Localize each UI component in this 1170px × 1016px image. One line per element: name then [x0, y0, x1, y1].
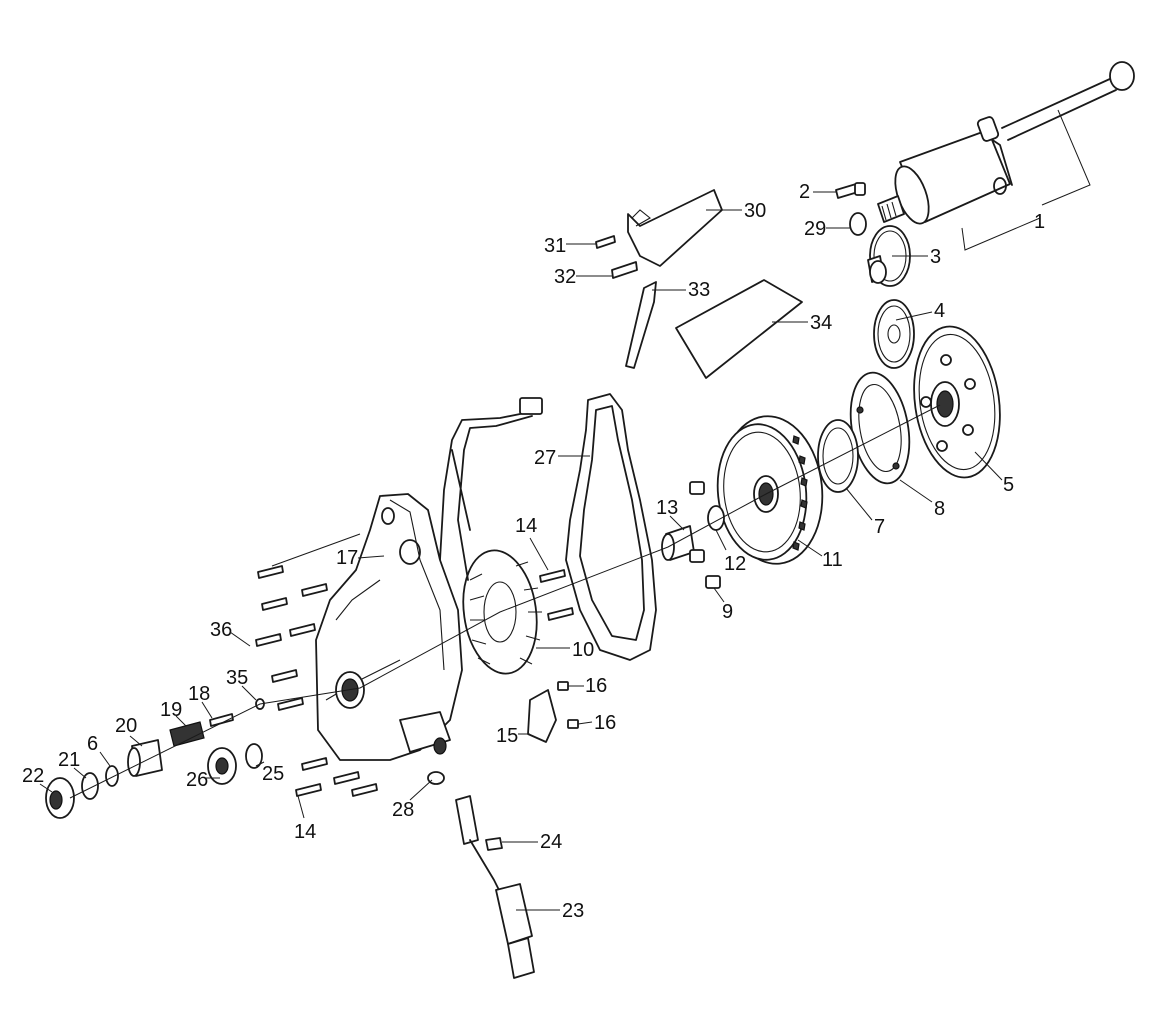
callout-14b: 14	[294, 795, 316, 843]
part-starter-motor	[877, 61, 1135, 251]
callout-label-11: 11	[822, 549, 843, 571]
callout-8: 8	[899, 479, 945, 520]
callout-label-3: 3	[930, 246, 941, 268]
callout-27: 27	[534, 447, 590, 469]
callout-label-25: 25	[262, 763, 284, 785]
callout-label-21: 21	[58, 749, 80, 771]
callout-15: 15	[496, 725, 530, 747]
part-shaft-components	[45, 698, 265, 819]
callout-label-15: 15	[496, 725, 518, 747]
callout-label-26: 26	[186, 769, 208, 791]
callout-label-8: 8	[934, 498, 945, 520]
callout-label-10: 10	[572, 639, 594, 661]
callout-label-20: 20	[115, 715, 137, 737]
part-strap-33	[625, 281, 657, 369]
part-large-gear-5	[913, 325, 1001, 479]
part-gear-4	[873, 299, 915, 369]
callout-label-27: 27	[534, 447, 556, 469]
callout-label-9: 9	[722, 601, 733, 623]
part-bolt-2	[835, 182, 866, 199]
callout-label-28: 28	[392, 799, 414, 821]
part-o-ring-29	[849, 212, 867, 236]
callout-5: 5	[974, 451, 1014, 496]
callout-35: 35	[226, 667, 257, 701]
callout-25: 25	[255, 761, 284, 785]
callout-14a: 14	[515, 515, 549, 571]
callout-36: 36	[210, 619, 251, 647]
callout-33: 33	[652, 279, 710, 301]
part-gasket-27	[565, 393, 657, 661]
part-plate-30	[595, 189, 723, 279]
callout-label-18: 18	[188, 683, 210, 705]
part-bolts-9	[689, 481, 721, 589]
callout-30: 30	[706, 200, 766, 222]
callout-9: 9	[713, 587, 733, 623]
part-sheet-34	[675, 279, 803, 379]
callout-label-33: 33	[688, 279, 710, 301]
callout-13: 13	[656, 497, 685, 531]
callout-16a: 16	[568, 675, 607, 697]
callout-label-14b: 14	[294, 821, 316, 843]
callout-2: 2	[799, 181, 836, 203]
assembly-axis	[69, 404, 941, 799]
callout-32: 32	[554, 266, 612, 288]
callout-label-34: 34	[810, 312, 832, 334]
callout-label-1: 1	[1034, 211, 1045, 233]
callout-label-23: 23	[562, 900, 584, 922]
callout-20: 20	[115, 715, 143, 747]
callout-label-16b: 16	[594, 712, 616, 734]
callout-12: 12	[715, 529, 746, 575]
callout-label-16a: 16	[585, 675, 607, 697]
part-cover-bolts	[255, 565, 574, 797]
part-side-cover-17	[315, 493, 463, 761]
callout-label-2: 2	[799, 181, 810, 203]
callout-label-36: 36	[210, 619, 232, 641]
callout-31: 31	[544, 235, 596, 257]
callout-10: 10	[536, 639, 594, 661]
callout-7: 7	[845, 487, 885, 538]
callout-label-12: 12	[724, 553, 746, 575]
part-connector-top	[519, 397, 543, 415]
callout-26: 26	[186, 769, 220, 791]
callout-18: 18	[188, 683, 213, 719]
callout-label-22: 22	[22, 765, 44, 787]
callout-label-17: 17	[336, 547, 358, 569]
callout-6: 6	[87, 733, 111, 767]
callout-29: 29	[804, 218, 850, 240]
callout-3: 3	[892, 246, 941, 268]
callout-23: 23	[516, 900, 584, 922]
callout-label-19: 19	[160, 699, 182, 721]
callout-label-30: 30	[744, 200, 766, 222]
callout-21: 21	[58, 749, 87, 779]
callout-label-24: 24	[540, 831, 562, 853]
part-gear-3	[867, 225, 911, 287]
callout-label-6: 6	[87, 733, 98, 755]
part-ring-7	[817, 419, 859, 493]
callout-label-7: 7	[874, 516, 885, 538]
callout-label-32: 32	[554, 266, 576, 288]
callout-1: 1	[1034, 211, 1045, 233]
callout-label-29: 29	[804, 218, 826, 240]
callout-4: 4	[895, 300, 945, 322]
callout-label-31: 31	[544, 235, 566, 257]
callout-17: 17	[271, 533, 385, 569]
callout-label-5: 5	[1003, 474, 1014, 496]
part-bracket-15	[527, 681, 579, 743]
part-flywheel-11	[716, 415, 824, 565]
callout-label-13: 13	[656, 497, 678, 519]
callout-24: 24	[502, 831, 562, 853]
callout-22: 22	[22, 765, 53, 793]
callout-label-14a: 14	[515, 515, 537, 537]
callout-label-4: 4	[934, 300, 945, 322]
part-sensor-23	[427, 771, 535, 979]
callout-19: 19	[160, 699, 187, 727]
callout-34: 34	[772, 312, 832, 334]
callout-label-35: 35	[226, 667, 248, 689]
callout-28: 28	[392, 779, 433, 821]
callout-16b: 16	[577, 712, 616, 734]
callout-11: 11	[797, 539, 843, 571]
